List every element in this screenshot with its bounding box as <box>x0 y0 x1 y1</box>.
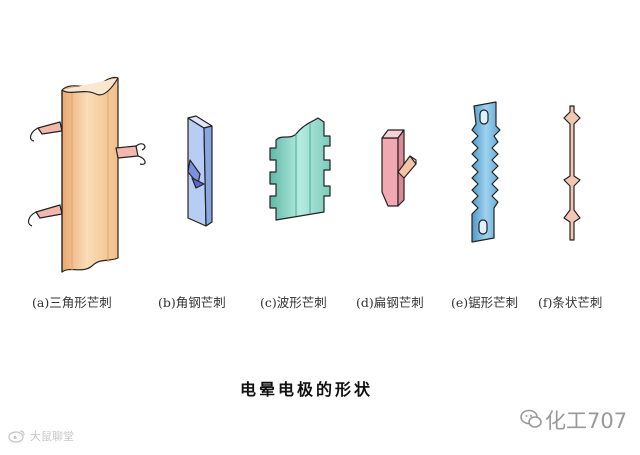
watermark-right: 化工707 <box>520 405 630 435</box>
watermark-right-text: 化工707 <box>545 409 628 433</box>
figure-title: 电晕电极的形状 <box>240 380 374 399</box>
electrode-f-strip-barb <box>563 105 581 241</box>
caption-f: (f)条状芒刺 <box>538 295 603 310</box>
watermark-left: 大鼠聊堂 <box>8 428 108 446</box>
weibo-icon <box>8 430 25 443</box>
caption-d: (d)扁钢芒刺 <box>356 295 424 310</box>
wechat-icon <box>520 409 542 428</box>
caption-a: (a)三角形芒刺 <box>32 295 112 310</box>
caption-e: (e)锯形芒刺 <box>451 295 519 310</box>
electrode-a-triangular-barb <box>27 76 146 273</box>
electrode-d-flat-steel-barb <box>381 129 417 207</box>
electrode-e-saw-barb <box>471 101 501 243</box>
watermark-left-text: 大鼠聊堂 <box>30 430 74 443</box>
electrode-b-angle-steel-barb <box>187 115 213 227</box>
caption-c: (c)波形芒刺 <box>260 295 327 310</box>
caption-b: (b)角钢芒刺 <box>158 295 226 310</box>
electrode-c-wave-barb <box>269 117 331 221</box>
